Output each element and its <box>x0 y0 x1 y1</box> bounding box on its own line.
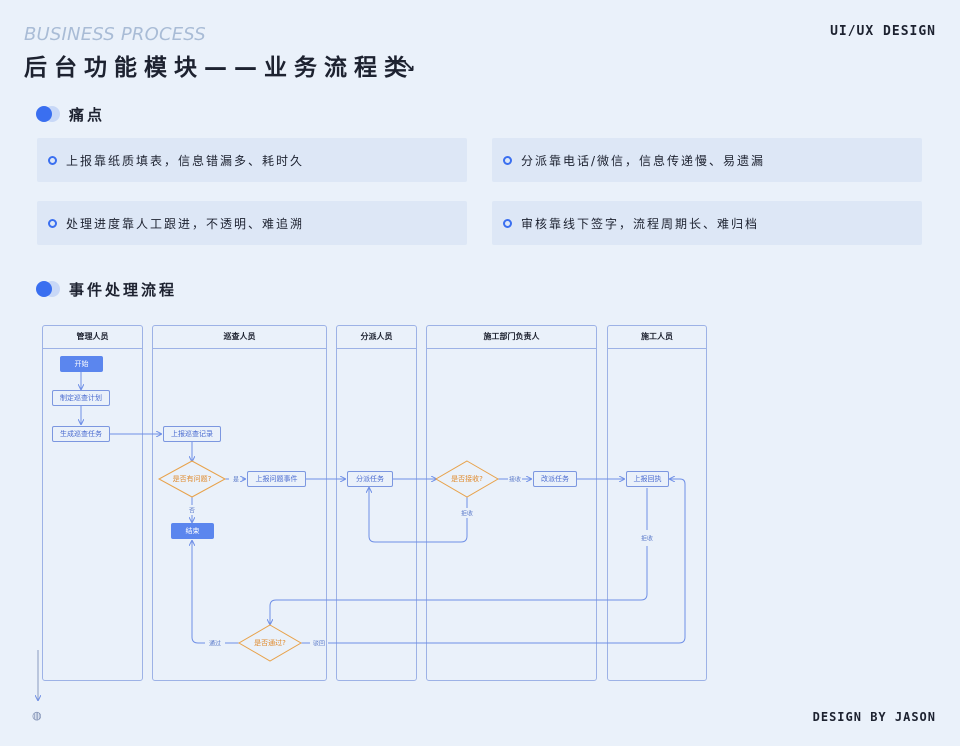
decision-has-issue-shape <box>157 460 227 498</box>
pain-section-header: 痛点 <box>36 104 105 124</box>
edge-label-reject: 拒收 <box>459 508 475 518</box>
edge-label-no: 否 <box>187 505 197 515</box>
decision-accept: 是否接收? <box>451 475 483 483</box>
node-assign: 分派任务 <box>347 471 393 487</box>
lane-header: 施工人员 <box>608 326 706 349</box>
lane-header: 分派人员 <box>337 326 416 349</box>
edge <box>369 488 468 543</box>
section-dot-icon <box>36 281 60 297</box>
pain-section-label: 痛点 <box>69 105 106 124</box>
edge-label-pass: 通过 <box>207 638 223 648</box>
swimlane-worker: 施工人员 <box>607 325 707 681</box>
decision-pass: 是否通过? <box>254 639 286 647</box>
node-report-event: 上报问题事件 <box>247 471 306 487</box>
node-generate-task: 生成巡查任务 <box>52 426 110 442</box>
pain-text: 审核靠线下签字，流程周期长、难归档 <box>521 216 760 231</box>
pain-text: 上报靠纸质填表，信息错漏多、耗时久 <box>66 153 305 168</box>
pain-text: 分派靠电话/微信，信息传递慢、易遗漏 <box>521 153 766 168</box>
section-dot-icon <box>36 106 60 122</box>
pain-card: 上报靠纸质填表，信息错漏多、耗时久 <box>37 138 467 182</box>
lane-header: 施工部门负责人 <box>427 326 596 349</box>
node-plan: 制定巡查计划 <box>52 390 110 406</box>
bullet-icon <box>503 155 512 165</box>
lane-header: 巡查人员 <box>153 326 326 349</box>
flow-section-label: 事件处理流程 <box>69 280 178 299</box>
edge-label-accept: 接收 <box>507 474 523 484</box>
bullet-icon <box>48 155 57 165</box>
pain-card: 处理进度靠人工跟进，不透明、难追溯 <box>37 201 467 245</box>
bullet-icon <box>48 218 57 228</box>
pain-text: 处理进度靠人工跟进，不透明、难追溯 <box>66 216 305 231</box>
edge <box>270 546 648 624</box>
node-reassign: 改派任务 <box>533 471 577 487</box>
lane-header: 管理人员 <box>43 326 142 349</box>
flow-section-header: 事件处理流程 <box>36 279 177 299</box>
node-report-back: 上报回执 <box>626 471 669 487</box>
pain-card: 分派靠电话/微信，信息传递慢、易遗漏 <box>492 138 922 182</box>
edge <box>192 541 205 644</box>
decision-pass-shape <box>238 624 302 662</box>
bullet-icon <box>503 218 512 228</box>
node-start: 开始 <box>60 356 103 372</box>
swimlane-dept-lead: 施工部门负责人 <box>426 325 597 681</box>
globe-icon: ◍ <box>32 709 42 722</box>
decision-has-issue: 是否有问题? <box>172 475 212 483</box>
pain-card: 审核靠线下签字，流程周期长、难归档 <box>492 201 922 245</box>
decision-accept-shape <box>435 460 499 498</box>
edge-label-yes: 是 <box>231 474 241 484</box>
arrow-down-right-icon: ↘ <box>402 57 416 76</box>
swimlane-manager: 管理人员 <box>42 325 143 681</box>
brand-label: UI/UX DESIGN <box>830 24 936 39</box>
footer-brand: DESIGN BY JASON <box>812 710 936 724</box>
edge-label-return: 驳回 <box>311 638 327 648</box>
edge-label-reject-receipt: 拒收 <box>639 533 655 543</box>
swimlane-inspector: 巡查人员 <box>152 325 327 681</box>
page-title: 后台功能模块——业务流程类 <box>24 55 414 81</box>
swimlane-dispatcher: 分派人员 <box>336 325 417 681</box>
node-end: 结束 <box>171 523 214 539</box>
node-report-record: 上报巡查记录 <box>163 426 221 442</box>
edge <box>328 479 686 644</box>
page-subtitle: BUSINESS PROCESS <box>24 24 206 45</box>
